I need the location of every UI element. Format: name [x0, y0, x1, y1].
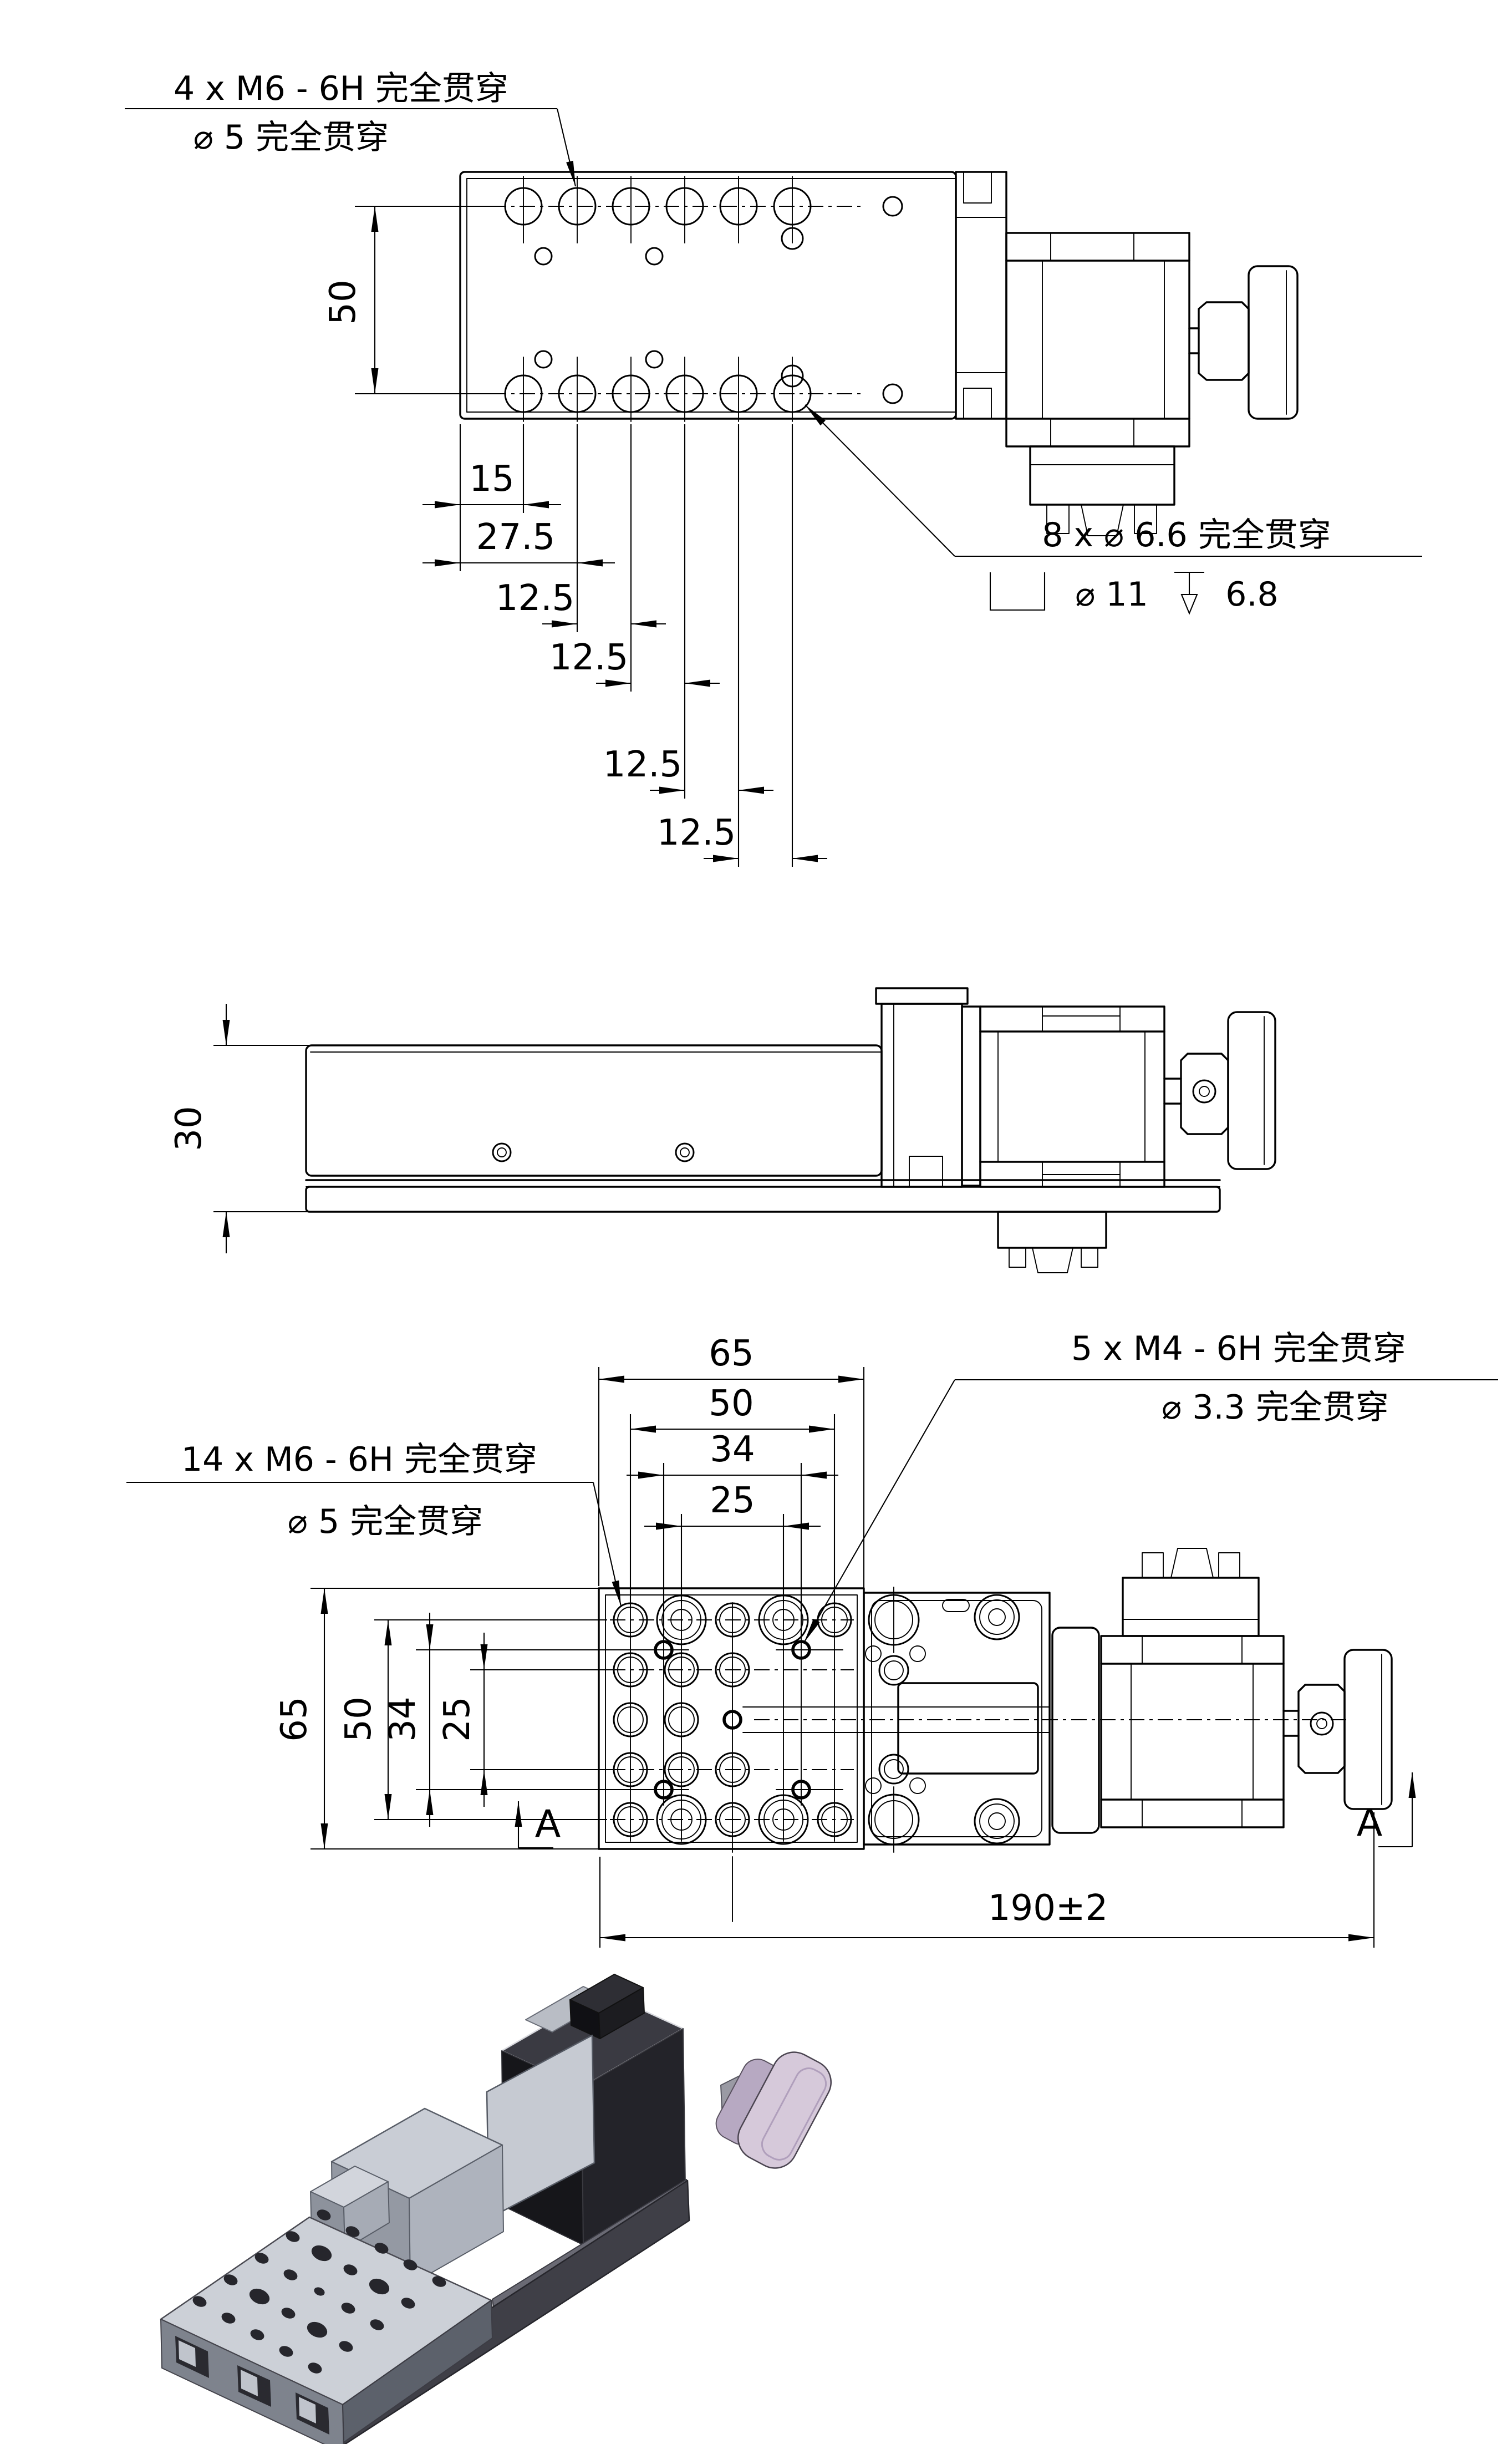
side-view-carriage — [305, 1044, 883, 1177]
top-view-dim-50: 50 — [323, 205, 499, 395]
plan-view-dims-top: 65 50 34 25 — [598, 1333, 865, 1637]
side-view-spacer — [961, 1005, 981, 1187]
isometric-view — [160, 1974, 832, 2444]
plan-view-m6-holes — [613, 1602, 852, 1837]
plan-view-dims-left: 65 50 34 25 — [274, 1587, 653, 1850]
side-view-knob — [1163, 1011, 1276, 1170]
section-mark-left: A — [515, 1801, 561, 1849]
callout-cbore-dia: ⌀ 11 — [1075, 575, 1148, 614]
callout-m6-line2: ⌀ 5 完全贯穿 — [194, 118, 389, 157]
top-view-motor — [1005, 232, 1190, 448]
iso-carriage — [310, 2107, 504, 2285]
top-view: 50 15 27.5 12.5 — [125, 69, 1422, 867]
dim-30-label: 30 — [169, 1106, 210, 1151]
dim-34v-label: 34 — [383, 1696, 424, 1741]
plan-view-cbore-holes — [656, 1594, 809, 1845]
counterbore-icon — [989, 572, 1046, 611]
plan-view-dim-overall: 190±2 — [599, 1812, 1375, 1948]
section-mark-right: A — [1357, 1772, 1416, 1848]
callout-m6-line1: 4 x M6 - 6H 完全贯穿 — [174, 69, 508, 108]
top-view-knob — [1188, 265, 1299, 420]
section-label-right: A — [1357, 1801, 1383, 1845]
dim-50-label: 50 — [323, 280, 364, 324]
side-view: 30 — [169, 987, 1276, 1273]
callout-m6-14-line2: ⌀ 5 完全贯穿 — [288, 1502, 483, 1541]
callout-cbore-depth: 6.8 — [1225, 575, 1278, 614]
plan-view-knob — [1282, 1649, 1393, 1810]
iso-knob — [715, 2051, 832, 2169]
depth-icon — [1174, 571, 1204, 615]
dim-27p5-label: 27.5 — [476, 517, 556, 558]
side-view-motor — [979, 1005, 1165, 1188]
top-view-chain-dims: 15 27.5 12.5 12.5 12.5 12.5 — [422, 424, 827, 867]
dim-65h-label: 65 — [709, 1333, 754, 1374]
top-view-holes — [491, 176, 903, 422]
dim-50v-label: 50 — [338, 1696, 379, 1741]
plan-view-callout-m6: 14 x M6 - 6H 完全贯穿 ⌀ 5 完全贯穿 — [126, 1440, 622, 1607]
dim-12p5-a-label: 12.5 — [496, 578, 575, 619]
side-view-connector — [997, 1211, 1107, 1273]
plan-view-slot — [742, 1706, 1347, 1733]
dim-15-label: 15 — [469, 459, 514, 500]
plan-view-base — [863, 1587, 1051, 1853]
callout-m6-14-line1: 14 x M6 - 6H 完全贯穿 — [181, 1440, 537, 1479]
iso-holes — [192, 2209, 446, 2374]
dim-12p5-c-label: 12.5 — [603, 744, 683, 785]
top-view-bracket — [955, 171, 1007, 420]
iso-connector — [525, 1974, 645, 2039]
plan-view-callout-m4: 5 x M4 - 6H 完全贯穿 ⌀ 3.3 完全贯穿 — [803, 1329, 1498, 1643]
dim-25v-label: 25 — [437, 1696, 478, 1741]
callout-cbore-line1: 8 x ⌀ 6.6 完全贯穿 — [1042, 516, 1331, 555]
top-view-callout-cbore: 8 x ⌀ 6.6 完全贯穿 ⌀ 11 6.8 — [805, 404, 1422, 615]
dim-34h-label: 34 — [710, 1429, 755, 1470]
dim-65v-label: 65 — [274, 1696, 315, 1741]
dim-12p5-b-label: 12.5 — [549, 637, 629, 678]
dim-12p5-d-label: 12.5 — [657, 812, 736, 853]
section-label-left: A — [535, 1802, 561, 1846]
plan-view-motor — [1051, 1627, 1285, 1834]
callout-m4-line1: 5 x M4 - 6H 完全贯穿 — [1071, 1329, 1406, 1368]
plan-view: 65 50 34 25 65 50 — [126, 1329, 1498, 1948]
side-view-coupling — [875, 987, 969, 1188]
dim-25h-label: 25 — [710, 1480, 755, 1521]
top-view-callout-m6: 4 x M6 - 6H 完全贯穿 ⌀ 5 完全贯穿 — [125, 69, 577, 187]
top-view-connector — [1029, 445, 1175, 536]
side-view-base — [305, 1179, 1221, 1213]
dim-190-label: 190±2 — [988, 1888, 1108, 1929]
callout-m4-line2: ⌀ 3.3 完全贯穿 — [1162, 1388, 1389, 1427]
plan-view-connector — [1122, 1548, 1260, 1637]
side-view-dim-30: 30 — [169, 1004, 319, 1253]
top-view-plate — [459, 171, 957, 420]
dim-50h-label: 50 — [709, 1383, 754, 1424]
